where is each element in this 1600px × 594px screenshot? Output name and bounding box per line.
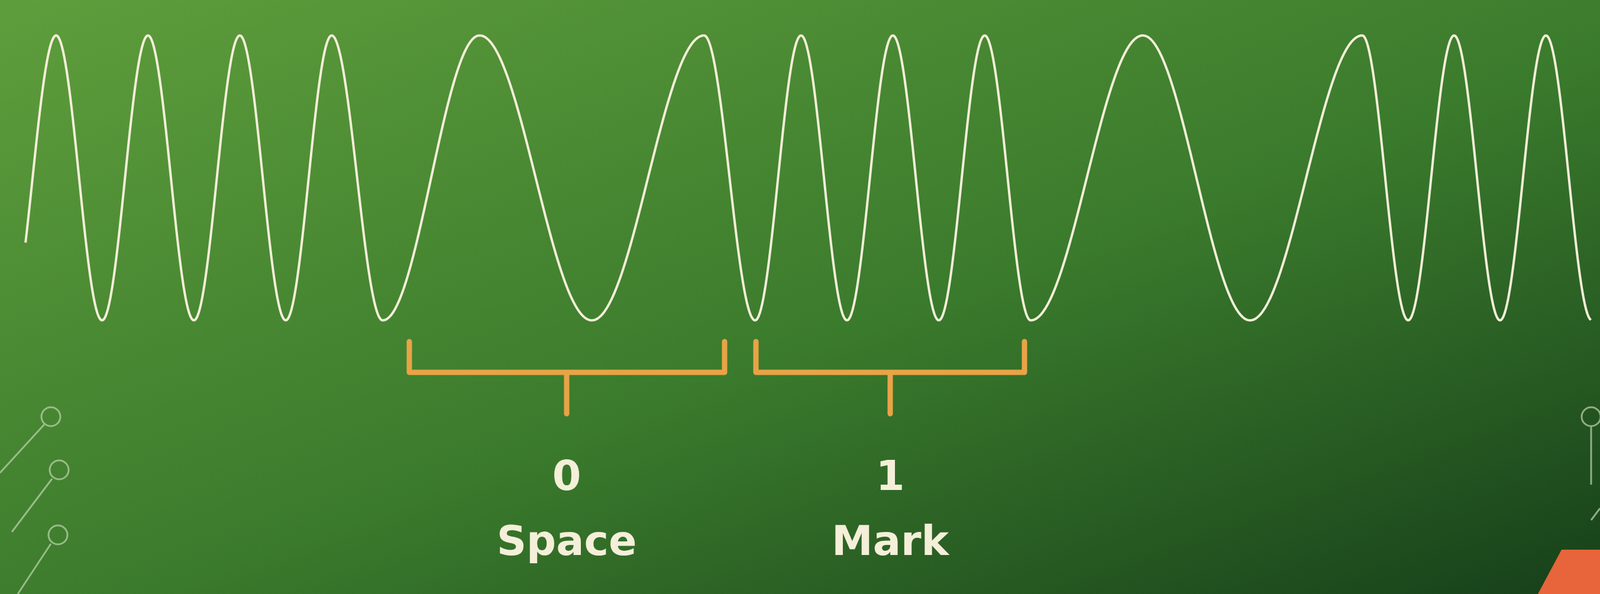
bit-value: 1 bbox=[876, 455, 905, 497]
fsk-waveform bbox=[25, 35, 1591, 321]
circuit-decoration bbox=[0, 407, 1600, 594]
signal-name: Space bbox=[496, 520, 638, 562]
bit-value: 0 bbox=[552, 455, 582, 497]
bracket bbox=[409, 341, 1025, 415]
signal-name: Mark bbox=[831, 520, 949, 562]
corner-hexagon bbox=[1537, 550, 1600, 594]
